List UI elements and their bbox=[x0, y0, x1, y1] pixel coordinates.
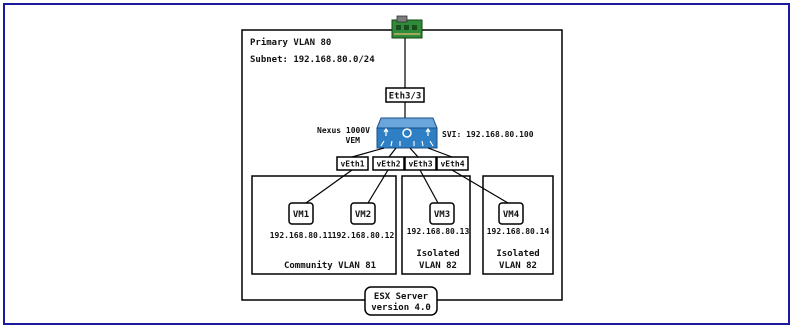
wire-veth1-vm1 bbox=[305, 169, 353, 204]
veth3-label: vEth3 bbox=[408, 160, 432, 169]
isolated-vlan-box-a bbox=[401, 175, 471, 275]
primary-vlan-label: Primary VLAN 80 bbox=[250, 37, 331, 48]
subnet-label: Subnet: 192.168.80.0/24 bbox=[250, 55, 375, 65]
isolated-vlan-box-b bbox=[482, 175, 554, 275]
svi-label: SVI: 192.168.80.100 bbox=[442, 130, 534, 139]
network-card-icon bbox=[391, 15, 423, 39]
isolated-vlan-b-line2: VLAN 82 bbox=[499, 261, 537, 271]
veth2-label: vEth2 bbox=[376, 160, 400, 169]
image-frame bbox=[3, 3, 790, 325]
esx-server-label-box bbox=[364, 286, 438, 316]
vm4-name: VM4 bbox=[503, 210, 520, 220]
vm1-box bbox=[288, 202, 314, 225]
wire-switch-veth1 bbox=[351, 147, 385, 158]
vm1-name: VM1 bbox=[293, 210, 309, 220]
wire-veth4-vm4 bbox=[451, 169, 509, 204]
esx-server-line1: ESX Server bbox=[374, 292, 429, 302]
vm3-box bbox=[429, 202, 455, 225]
wire-veth3-vm3 bbox=[419, 169, 439, 204]
wire-switch-veth3 bbox=[409, 147, 419, 158]
veth4-label: vEth4 bbox=[440, 160, 464, 169]
community-vlan-box bbox=[251, 175, 397, 275]
veth2-box bbox=[372, 156, 405, 171]
vem-label-line1: Nexus 1000V bbox=[317, 126, 370, 135]
wire-veth2-vm2 bbox=[367, 169, 389, 204]
vm3-name: VM3 bbox=[434, 210, 450, 220]
esx-server-line2: version 4.0 bbox=[371, 302, 431, 313]
vm2-ip: 192.168.80.12 bbox=[332, 231, 395, 240]
vm3-ip: 192.168.80.13 bbox=[407, 227, 470, 236]
nexus-switch-icon bbox=[376, 117, 438, 149]
isolated-vlan-a-line1: Isolated bbox=[416, 249, 459, 259]
veth1-box bbox=[336, 156, 369, 171]
vm2-box bbox=[350, 202, 376, 225]
wire-switch-veth2 bbox=[388, 147, 397, 158]
vm2-name: VM2 bbox=[355, 210, 371, 220]
isolated-vlan-a-line2: VLAN 82 bbox=[419, 261, 457, 271]
veth1-label: vEth1 bbox=[340, 160, 364, 169]
vm4-box bbox=[498, 202, 524, 225]
vm4-ip: 192.168.80.14 bbox=[487, 227, 550, 236]
vem-label-line2: VEM bbox=[346, 136, 361, 145]
wire-switch-veth4 bbox=[427, 147, 453, 158]
community-vlan-label: Community VLAN 81 bbox=[284, 260, 376, 271]
isolated-vlan-b-line1: Isolated bbox=[496, 249, 539, 259]
vm1-ip: 192.168.80.11 bbox=[270, 231, 333, 240]
uplink-port-label: Eth3/3 bbox=[389, 92, 422, 102]
